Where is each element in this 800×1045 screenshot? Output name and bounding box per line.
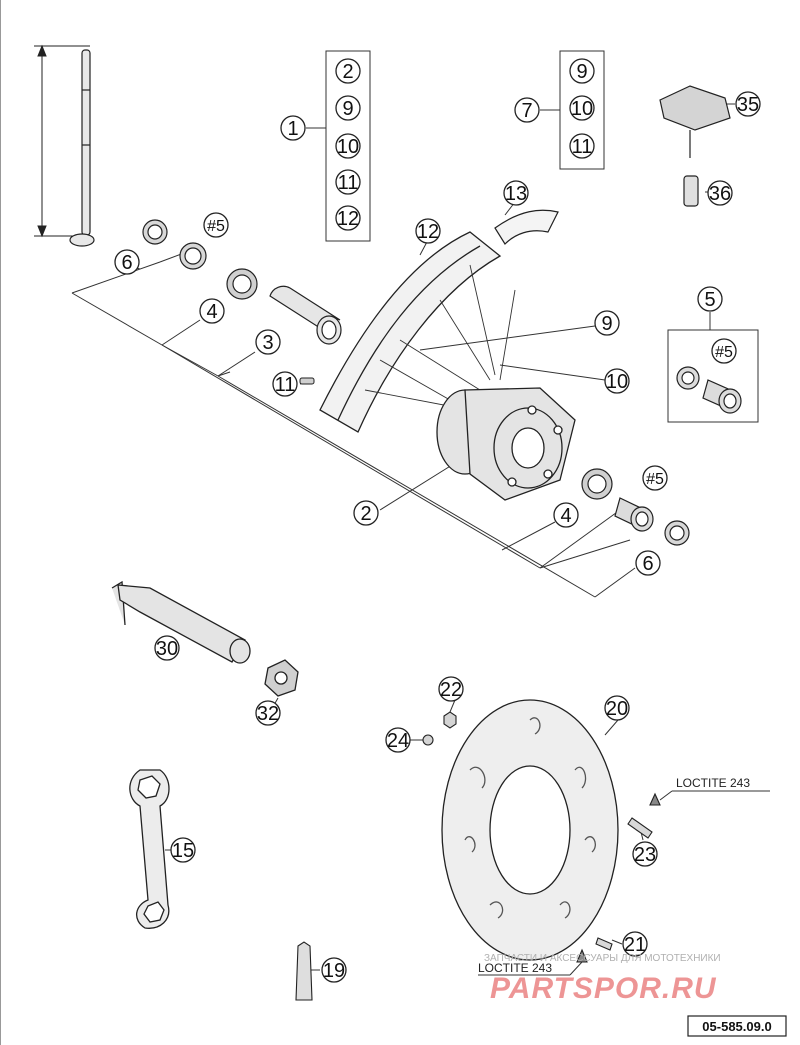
callout-7: 7 [521,100,532,122]
seal-6-bottom [664,520,690,546]
kit-7-item: 9 [576,61,587,83]
callout-13: 13 [505,183,527,205]
callout-20: 20 [606,698,628,720]
callout-5: 5 [704,289,715,311]
leader-lines [0,0,770,1045]
kit-7-item: 11 [572,136,593,158]
bearing-4-bottom [581,468,613,500]
spacer-5-top [179,242,207,270]
callout-11: 11 [275,374,296,396]
valve-cap-35 [659,85,731,158]
kit-1-item: 2 [342,61,353,83]
kit-5-box [667,329,759,423]
watermark-subtitle: ЗАПЧАСТИ И АКСЕССУАРЫ ДЛЯ МОТОТЕХНИКИ [484,953,721,964]
axle-30 [111,580,251,664]
callout-1: 1 [287,118,298,140]
loctite-label-top: LOCTITE 243 [676,776,750,790]
kit-1-item: 11 [338,172,359,194]
callout-10: 10 [606,371,628,393]
callout-21: 21 [624,934,646,956]
kit-1-item: 12 [337,208,359,230]
callout-23: 23 [634,844,656,866]
callout-35: 35 [737,94,759,116]
wheel-hub-2 [436,387,576,501]
spacer-5-bottom [614,497,654,532]
loctite-tube-19 [295,941,313,1001]
callout-32: 32 [257,703,279,725]
reference-box [687,1015,787,1037]
bearing-4-top [226,268,258,300]
callout-hash5-top: #5 [207,218,225,235]
callout-15: 15 [172,840,194,862]
callout-3: 3 [262,332,273,354]
callout-4-top: 4 [206,301,217,323]
callout-22: 22 [440,679,462,701]
screw-23 [627,792,661,839]
spoke-part [69,49,95,247]
kit-7-item: 10 [571,98,593,120]
callout-30: 30 [156,638,178,660]
special-wrench-15 [129,769,170,929]
callout-2: 2 [360,503,371,525]
callout-4-bottom: 4 [560,505,571,527]
callout-6-bottom: 6 [642,553,653,575]
screw-21 [576,937,613,963]
callouts: 1 7 35 36 13 12 #5 6 4 3 11 5 #5 9 10 #5… [114,91,761,983]
callout-24: 24 [387,730,409,752]
kit-5-parts [676,366,742,414]
callout-hash5-bottom: #5 [646,471,664,488]
kit-7-box [559,50,605,170]
kit-7-list: 9 10 11 [569,58,595,159]
brake-disc-20 [441,699,619,961]
kit-1-list: 2 9 10 11 12 [335,58,361,231]
reference-number: 05-585.09.0 [702,1019,771,1034]
spoke-nipple-11 [299,377,315,385]
axle-nut-32 [264,659,299,697]
callout-hash5-kit: #5 [715,344,733,361]
kit-1-item: 9 [342,98,353,120]
washer-22 [443,711,457,729]
callout-36: 36 [709,183,731,205]
kit-1-item: 10 [337,136,359,158]
washer-24 [422,734,434,746]
callout-19: 19 [323,960,345,982]
rim-12 [319,231,502,433]
spokes [364,264,516,421]
rim-tape-13 [494,209,559,245]
callout-6-top: 6 [121,252,132,274]
length-dimension-line [34,44,90,238]
seal-6-top [142,219,168,245]
distance-sleeve-3 [269,285,342,345]
loctite-label-bottom: LOCTITE 243 [478,961,552,975]
watermark-logo: PARTSPOR.RU [490,972,717,1005]
callout-9: 9 [601,313,612,335]
valve-insert-36 [683,175,699,207]
callout-12: 12 [417,221,439,243]
kit-1-box [325,50,371,242]
